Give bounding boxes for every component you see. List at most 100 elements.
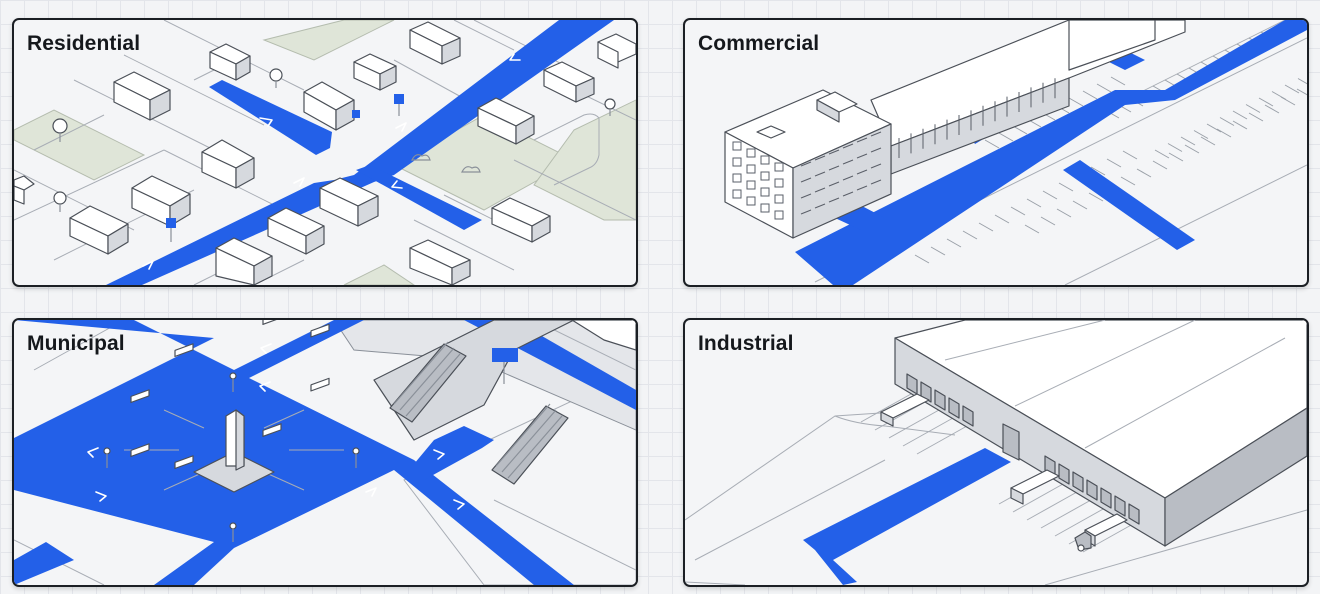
- bench-icon: [310, 323, 330, 338]
- bench-icon: [130, 389, 150, 404]
- municipal-panel: Municipal: [12, 318, 638, 587]
- parking-stall-line: [1068, 97, 1084, 107]
- parking-stall-line: [984, 139, 1000, 149]
- parking-stall-line: [1271, 91, 1287, 100]
- parking-stall-line: [1248, 112, 1264, 122]
- signposts: [166, 94, 404, 242]
- signpost-icon: [352, 110, 360, 118]
- truck-icon: [880, 393, 930, 427]
- loading-dock-door: [948, 397, 960, 419]
- parking-stall-line: [1168, 152, 1184, 162]
- parking-stall-line: [1232, 110, 1248, 120]
- parking-stall-line: [1245, 104, 1261, 113]
- loading-dock-door: [1114, 495, 1126, 517]
- office-door: [1002, 423, 1020, 461]
- house-icon: [353, 53, 397, 91]
- warehouse-side: [1164, 407, 1307, 547]
- tree-icon: [604, 98, 616, 116]
- house-icon: [215, 237, 273, 285]
- window: [828, 149, 840, 155]
- parking-stall-line: [1167, 143, 1183, 152]
- parking-stall-line: [1232, 120, 1248, 130]
- parking-stall-line: [1110, 76, 1126, 86]
- house-row: [14, 21, 636, 285]
- house-icon: [409, 21, 461, 65]
- window: [774, 162, 784, 172]
- loading-dock-door: [1100, 487, 1112, 509]
- trucks: [880, 393, 1128, 552]
- panel-title: Industrial: [698, 332, 794, 355]
- industrial-panel: Industrial: [683, 318, 1309, 587]
- parking-stall-line: [1088, 192, 1104, 202]
- window: [746, 180, 756, 190]
- parking-stall-line: [1090, 166, 1106, 176]
- main-walkway: [795, 20, 1307, 285]
- warehouse: [894, 320, 1307, 547]
- bay-line: [1012, 483, 1064, 513]
- house-icon: [319, 177, 379, 227]
- bench-icon: [262, 423, 282, 438]
- road-grid: [14, 320, 574, 585]
- window: [800, 193, 812, 199]
- direction-arrow-icon: [87, 447, 99, 458]
- road-network: [106, 20, 614, 285]
- panel-title: Municipal: [27, 332, 125, 355]
- parking-stall-line: [1297, 78, 1307, 85]
- window: [856, 153, 868, 159]
- parking-stall-line: [1026, 198, 1042, 208]
- parking-stall-line: [1010, 206, 1026, 216]
- bay-line: [1054, 507, 1106, 537]
- window: [732, 189, 742, 199]
- lawn-area: [343, 264, 415, 285]
- window: [746, 164, 756, 174]
- direction-arrow-icon: [95, 491, 107, 502]
- parking-stall-line: [1184, 144, 1200, 154]
- parking-stall-line: [914, 254, 930, 264]
- lawn-area: [262, 20, 395, 61]
- house-icon: [491, 197, 551, 243]
- window: [814, 187, 826, 193]
- bench-icon: [310, 377, 330, 392]
- parking-stall-line: [1284, 84, 1300, 94]
- parking-stall-line: [1193, 130, 1209, 139]
- window: [814, 155, 826, 161]
- loading-dock-door: [1058, 463, 1070, 485]
- loading-dock-door: [1086, 479, 1098, 501]
- truck-icon: [1074, 513, 1128, 552]
- direction-arrow-icon: [293, 177, 305, 187]
- stair-path: [409, 426, 494, 480]
- house-icon: [69, 205, 129, 255]
- parking-stall-line: [1206, 123, 1222, 133]
- window: [746, 148, 756, 158]
- loading-dock-door: [962, 405, 974, 427]
- obelisk-icon: [193, 409, 275, 493]
- parking-stall-line: [962, 230, 978, 240]
- parking-stall-line: [1058, 182, 1074, 192]
- window: [774, 194, 784, 204]
- bench-icon: [262, 320, 282, 326]
- bay-line: [916, 425, 968, 455]
- house-icon: [543, 61, 595, 103]
- parking-stall-line: [1136, 168, 1152, 178]
- lawn-area: [533, 99, 636, 221]
- commercial-scene: [724, 20, 1307, 285]
- window: [842, 191, 854, 197]
- house-icon: [303, 81, 355, 131]
- municipal-scene: [14, 320, 636, 585]
- window: [814, 203, 826, 209]
- window: [732, 173, 742, 183]
- window: [800, 177, 812, 183]
- trees: [52, 68, 616, 212]
- window: [732, 157, 742, 167]
- bay-line: [902, 417, 954, 447]
- house-icon: [209, 43, 251, 81]
- commercial-panel: Commercial: [683, 18, 1309, 287]
- window: [856, 169, 868, 175]
- bay-line: [860, 393, 912, 423]
- parking-stall-line: [1120, 176, 1136, 186]
- window: [842, 175, 854, 181]
- house-icon: [477, 97, 535, 145]
- side-walkway: [1063, 160, 1195, 250]
- window: [870, 163, 882, 169]
- tree-icon: [269, 68, 283, 88]
